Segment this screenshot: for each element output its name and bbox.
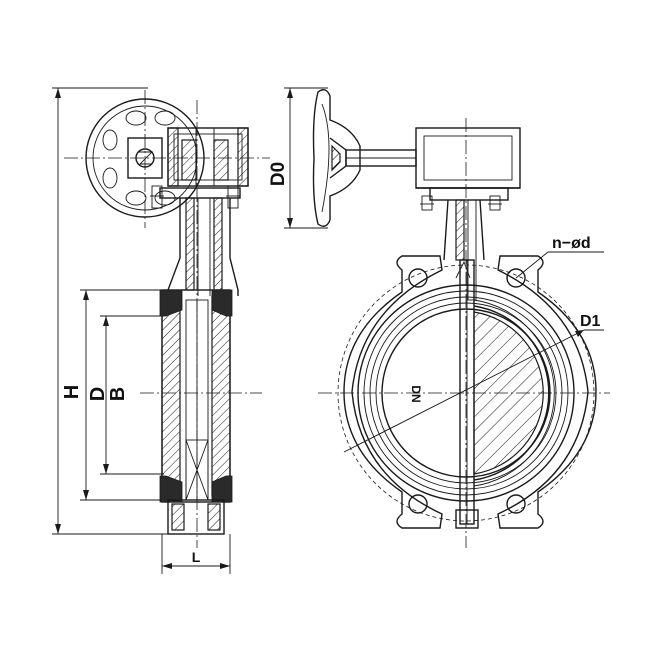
dimension-h (52, 87, 170, 535)
dimension-d (80, 289, 162, 501)
valve-neck-side (167, 197, 239, 296)
leader-nd (515, 251, 604, 279)
label-nd: n−ød (552, 235, 591, 252)
valve-neck-front (443, 199, 485, 301)
label-d1: D1 (580, 313, 601, 330)
handwheel-profile (312, 89, 417, 227)
label-dn: DN (409, 385, 423, 402)
gearbox-front (415, 127, 521, 211)
dimension-b (100, 315, 164, 475)
label-d: D (87, 387, 109, 401)
label-h: H (61, 385, 83, 399)
front-view: D0 n−ød D1 DN (268, 87, 610, 548)
side-view: H D B L (52, 87, 270, 574)
label-b: B (107, 387, 129, 401)
disc (455, 259, 555, 529)
label-d0: D0 (268, 162, 289, 186)
dimension-d0 (284, 87, 328, 229)
leader-d1 (343, 329, 604, 453)
gearbox-side (150, 127, 249, 209)
valve-body-side (159, 289, 233, 535)
label-l: L (192, 549, 201, 565)
dimension-l (161, 534, 231, 574)
